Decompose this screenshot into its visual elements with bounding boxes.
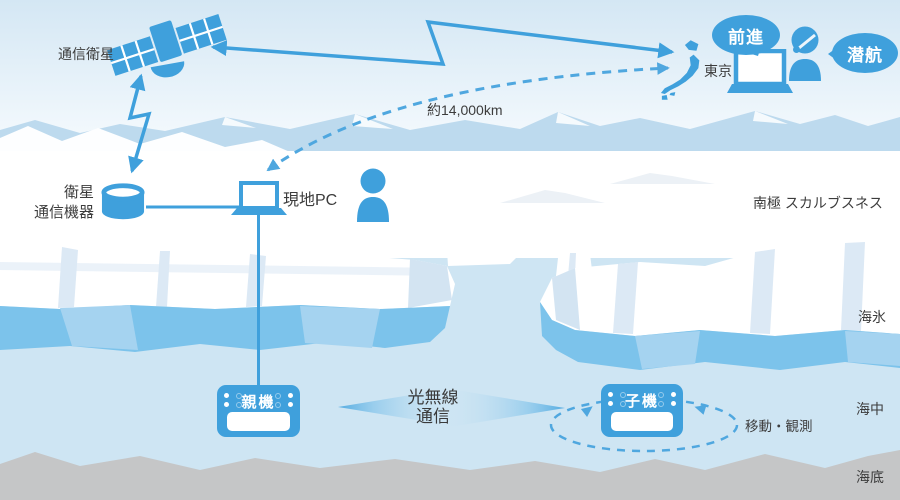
- pc-japan-distance-arrow: [266, 62, 670, 172]
- parent-unit-window: [227, 412, 290, 431]
- local-pc-label: 現地PC: [283, 192, 338, 209]
- move-observe-label: 移動・観測: [745, 419, 813, 434]
- region-label: 南極 スカルブスネス: [753, 195, 883, 211]
- satellite-equipment-label-line2: 通信機器: [33, 204, 94, 221]
- undersea-label: 海中: [856, 401, 884, 417]
- optical-wireless-label-line1: 光無線: [407, 388, 459, 407]
- sea-ice-label: 海氷: [858, 309, 886, 325]
- parent-unit-box: 親機: [217, 385, 300, 437]
- move-observe-arrowhead-right: [694, 405, 707, 415]
- snow-ridge: [0, 126, 290, 152]
- sea-ice-right: [540, 240, 900, 370]
- satellite-equipment-label: 衛星 通信機器: [10, 183, 94, 223]
- satellite-ground-link-arrow: [127, 73, 152, 174]
- parent-unit-label: 親機: [241, 394, 276, 411]
- optical-beam-right: [444, 388, 565, 428]
- sea-ice-left: [0, 244, 516, 352]
- child-unit-label: 子機: [624, 393, 659, 410]
- satellite-equipment-label-line1: 衛星: [63, 184, 94, 201]
- japan-map-icon: [660, 40, 700, 100]
- satellite-equipment-icon: [101, 183, 145, 220]
- seabed-label: 海底: [856, 469, 884, 485]
- researcher-icon: [357, 168, 389, 222]
- satellite-japan-link-arrow: [210, 19, 675, 66]
- operator-icon: [789, 26, 821, 81]
- local-pc-laptop-icon: [231, 181, 287, 215]
- optical-wireless-label: 光無線 通信: [391, 388, 475, 426]
- child-unit-box: 子機: [601, 384, 683, 437]
- optical-wireless-label-line2: 通信: [416, 407, 450, 426]
- optical-beam-left: [338, 387, 459, 427]
- speech-bubble-forward: 前進: [712, 15, 780, 55]
- communication-satellite-icon: [107, 14, 227, 78]
- speech-bubble-dive: 潜航: [828, 33, 898, 73]
- bubble-dive-text: 潜航: [847, 45, 883, 65]
- tokyo-laptop-icon: [727, 49, 793, 93]
- seabed: [0, 450, 900, 500]
- move-observe-arrowhead-left: [580, 406, 593, 417]
- distance-label: 約14,000km: [427, 102, 503, 118]
- tokyo-label: 東京: [704, 63, 732, 79]
- satellite-label: 通信衛星: [58, 46, 114, 62]
- child-unit-window: [611, 412, 673, 431]
- bubble-forward-text: 前進: [728, 27, 764, 47]
